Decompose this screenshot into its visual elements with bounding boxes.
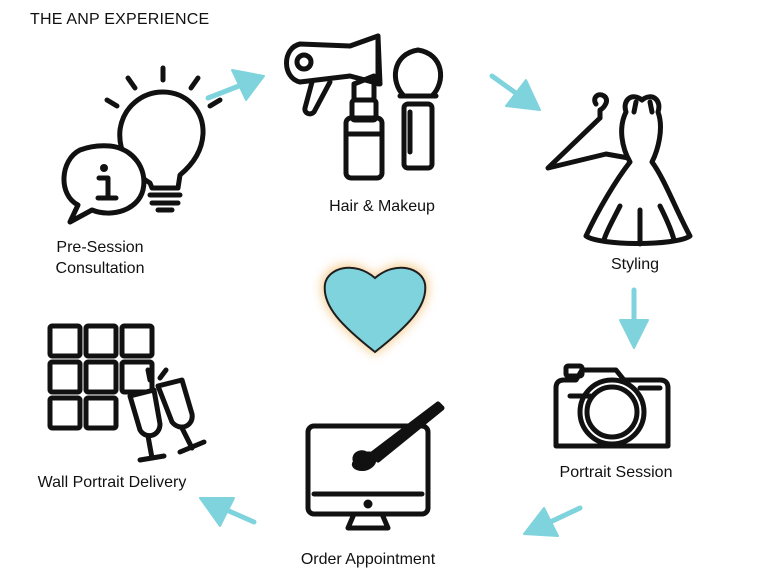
diagram-title: THE ANP EXPERIENCE xyxy=(30,11,210,28)
arrow-5-to-6 xyxy=(199,497,257,527)
monitor-paintbrush-icon xyxy=(305,401,445,531)
step-label-styling: Styling xyxy=(610,256,660,273)
camera-icon xyxy=(553,363,671,449)
step-label-order-appointment: Order Appointment xyxy=(300,551,436,568)
arrow-4-to-5 xyxy=(523,505,583,537)
lightbulb-info-icon xyxy=(61,65,223,225)
arrow-1-to-2 xyxy=(205,69,265,101)
step-label-line: Pre-Session xyxy=(56,239,144,256)
heart-icon xyxy=(321,264,429,355)
step-label-hair-makeup: Hair & Makeup xyxy=(329,198,435,215)
hairdryer-makeup-icon xyxy=(284,33,443,181)
step-label-portrait-session: Portrait Session xyxy=(559,464,673,481)
dress-hanger-icon xyxy=(545,92,693,247)
step-label-line: Consultation xyxy=(55,260,145,277)
arrow-3-to-4 xyxy=(619,287,649,349)
step-label-wall-portrait-delivery: Wall Portrait Delivery xyxy=(37,474,187,491)
wall-grid-champagne-icon xyxy=(47,323,207,463)
step-label-pre-session: Pre-Session Consultation xyxy=(40,237,160,279)
arrow-2-to-3 xyxy=(489,73,541,111)
